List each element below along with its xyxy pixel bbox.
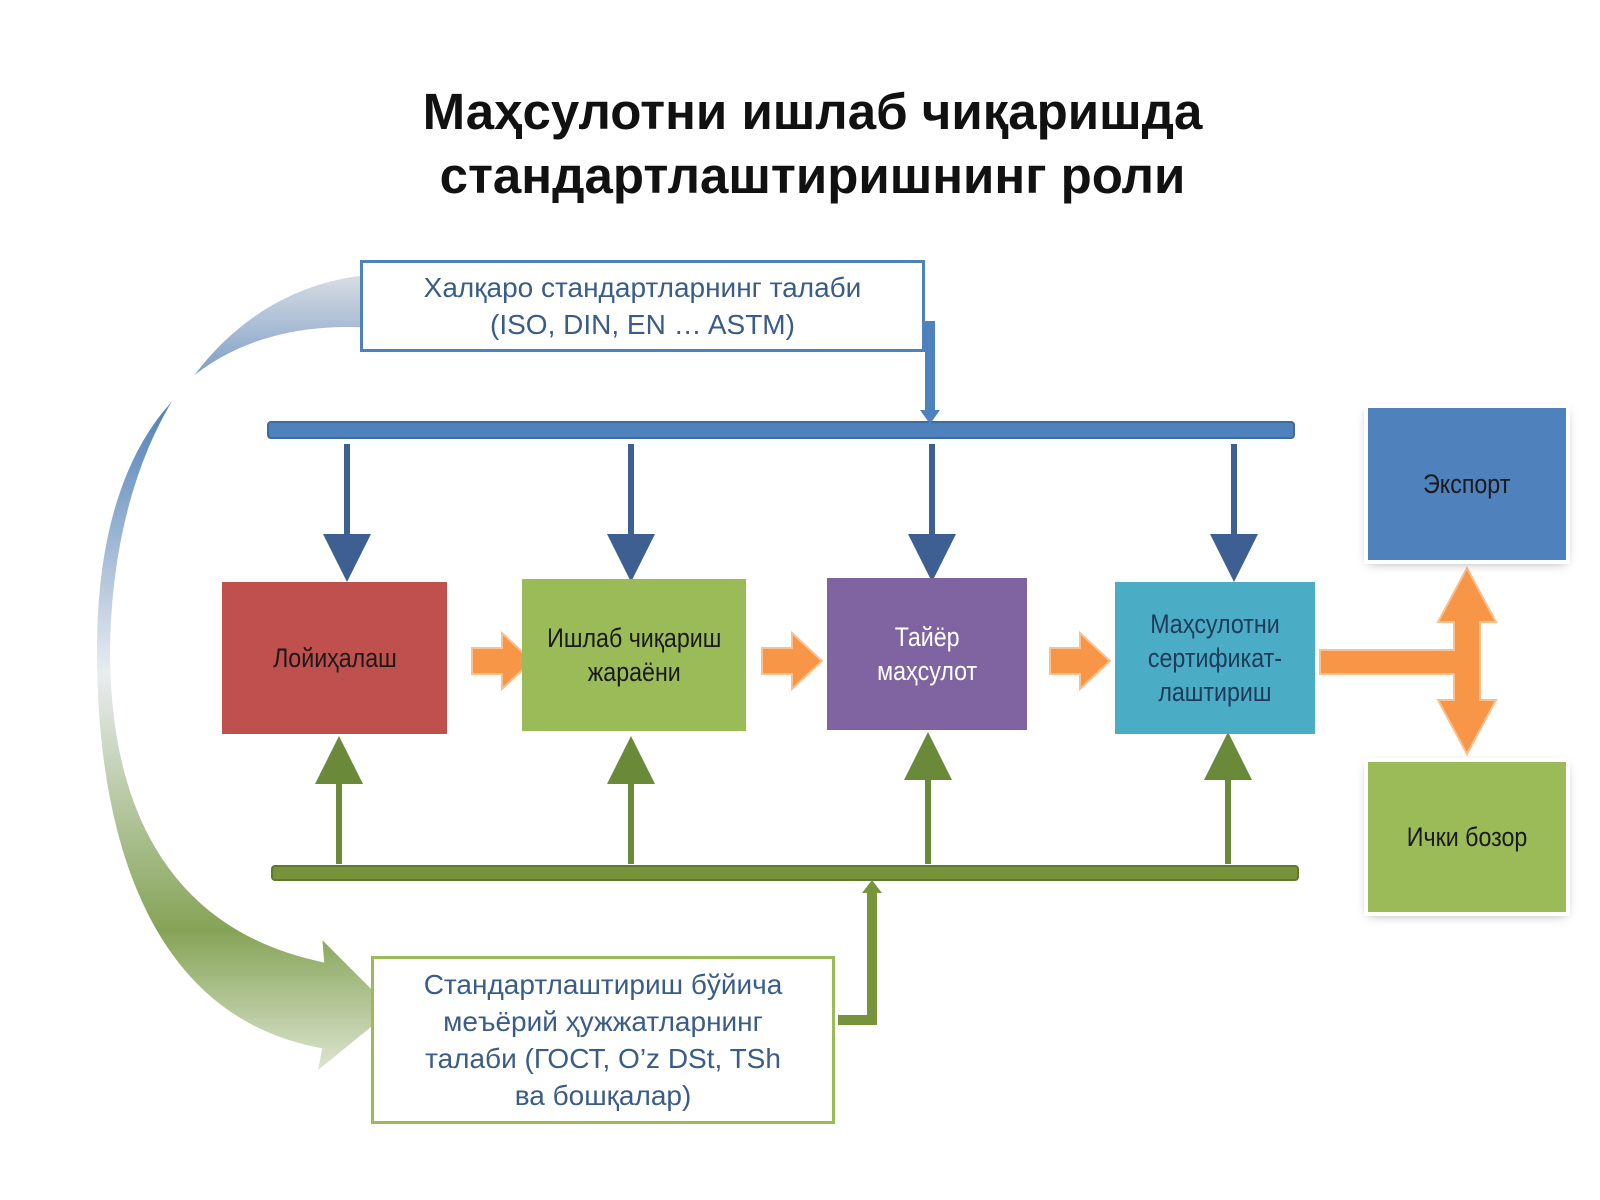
- national-connector-head: [862, 880, 882, 893]
- market-domestic-label: Ички бозор: [1406, 822, 1528, 852]
- stage-certification: Маҳсулотни сертификат- лаштириш: [1115, 582, 1315, 734]
- flow-arrow-3: [1049, 630, 1112, 692]
- national-connector: [838, 890, 877, 1025]
- national-standards-text: Стандартлаштириш бўйича меъёрий ҳужжатла…: [423, 969, 783, 1111]
- blue-bus-bar: [267, 421, 1295, 439]
- title-line-1: Маҳсулотни ишлаб чиқаришда: [422, 83, 1203, 140]
- stage-finished-label: Тайёр маҳсулот: [876, 622, 978, 686]
- market-split-arrow: [1319, 565, 1498, 757]
- stage-design-label: Лойиҳалаш: [272, 643, 397, 673]
- green-bus-bar: [271, 865, 1299, 881]
- stage-design: Лойиҳалаш: [222, 582, 447, 734]
- market-export-label: Экспорт: [1423, 469, 1511, 499]
- market-export: Экспорт: [1368, 408, 1566, 560]
- intl-connector-head: [920, 410, 940, 424]
- intl-standards-line-2: (ISO, DIN, EN … ASTM): [490, 309, 795, 340]
- intl-standards-box: Халқаро стандартларнинг талаби (ISO, DIN…: [360, 260, 925, 352]
- title-line-2: стандартлаштиришнинг роли: [439, 147, 1186, 204]
- flow-arrow-2: [761, 630, 824, 692]
- stage-finished-product: Тайёр маҳсулот: [827, 578, 1027, 730]
- page-title: Маҳсулотни ишлаб чиқаришда стандартлашти…: [0, 80, 1600, 208]
- stage-production: Ишлаб чиқариш жараёни: [522, 579, 746, 731]
- stage-production-label: Ишлаб чиқариш жараёни: [546, 623, 722, 687]
- national-standards-box: Стандартлаштириш бўйича меъёрий ҳужжатла…: [371, 956, 835, 1124]
- flow-arrow-1: [471, 630, 534, 692]
- curved-feedback-arrow: [92, 269, 398, 1081]
- market-domestic: Ички бозор: [1368, 762, 1566, 912]
- stage-certification-label: Маҳсулотни сертификат- лаштириш: [1147, 609, 1283, 707]
- intl-standards-line-1: Халқаро стандартларнинг талаби: [423, 272, 862, 303]
